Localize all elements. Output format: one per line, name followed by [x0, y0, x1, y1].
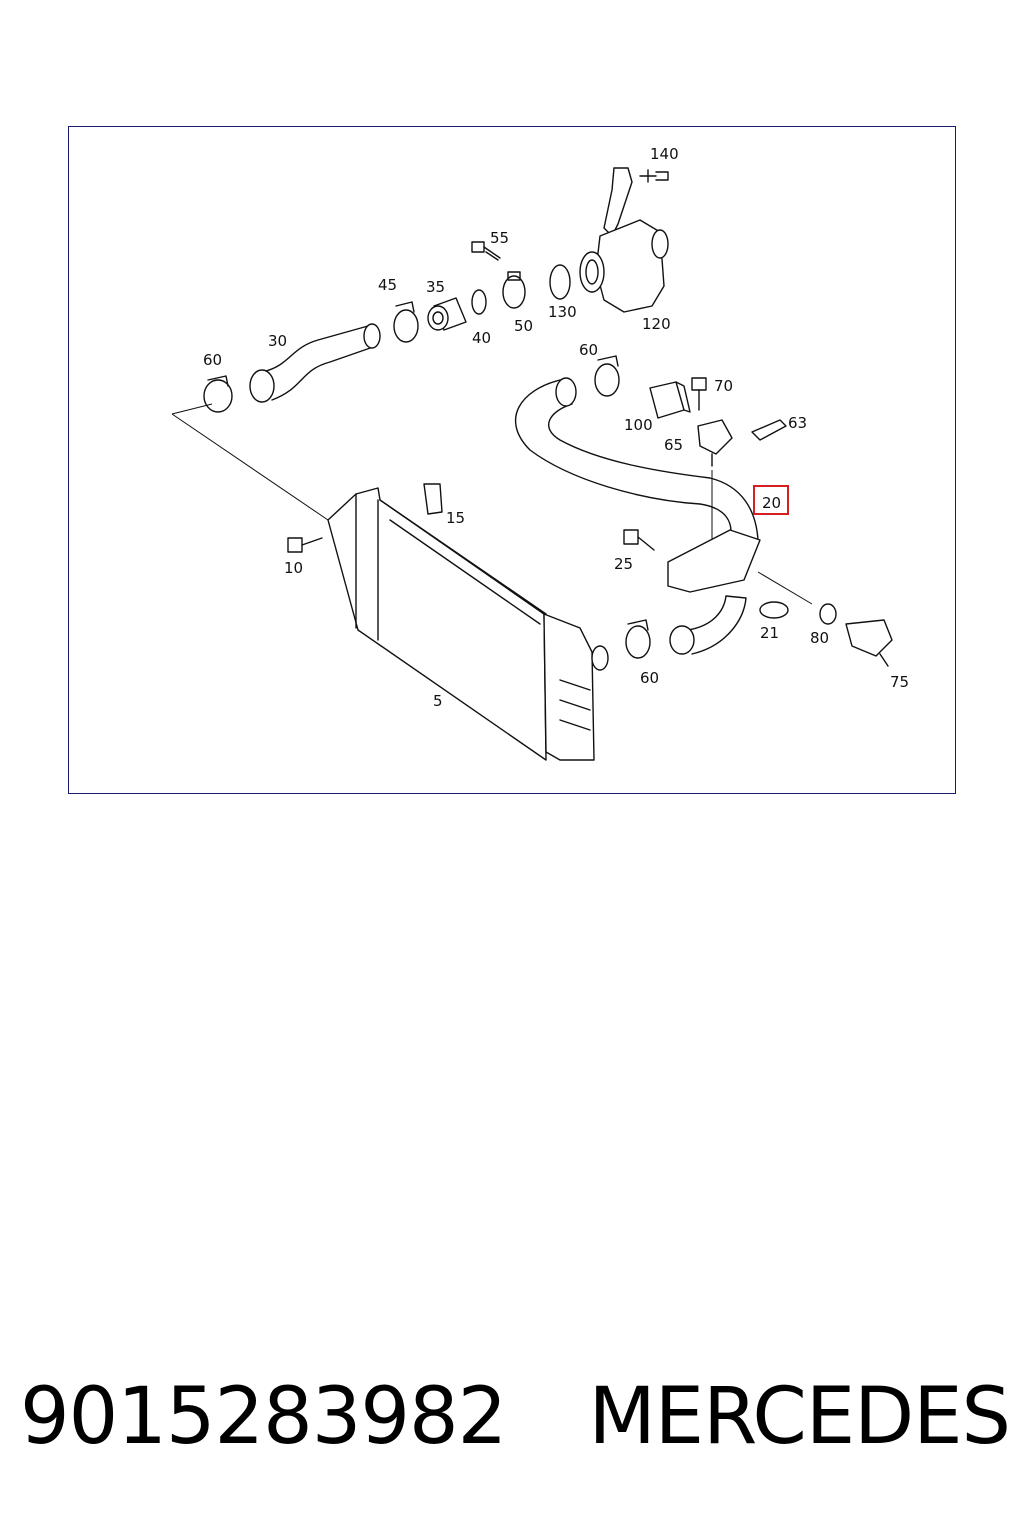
callout-60-lower[interactable]: 60 — [640, 669, 659, 687]
callout-120[interactable]: 120 — [642, 315, 671, 333]
callout-45[interactable]: 45 — [378, 276, 397, 294]
bracket-part-63[interactable] — [751, 419, 787, 441]
callout-100[interactable]: 100 — [624, 416, 653, 434]
clamp-part-60-middle[interactable] — [594, 355, 620, 397]
callout-30[interactable]: 30 — [268, 332, 287, 350]
sensor-part-100[interactable] — [649, 381, 691, 419]
callout-40[interactable]: 40 — [472, 329, 491, 347]
intake-housing-part-120[interactable] — [579, 219, 669, 313]
callout-140[interactable]: 140 — [650, 145, 679, 163]
callout-80[interactable]: 80 — [810, 629, 829, 647]
clamp-part-45[interactable] — [393, 301, 419, 343]
valve-part-75[interactable] — [845, 619, 893, 667]
gasket-part-21[interactable] — [759, 601, 789, 619]
bolt-part-10[interactable] — [287, 537, 323, 553]
parts-diagram: 140 55 45 35 40 50 130 120 30 60 60 70 1… — [171, 145, 909, 761]
callout-70[interactable]: 70 — [714, 377, 733, 395]
connector-part-35[interactable] — [427, 297, 467, 331]
o-ring-part-130[interactable] — [549, 264, 571, 300]
callout-10[interactable]: 10 — [284, 559, 303, 577]
callout-21[interactable]: 21 — [760, 624, 779, 642]
o-ring-part-80[interactable] — [819, 603, 837, 625]
bolt-part-70[interactable] — [691, 377, 707, 411]
charge-hose-part-20[interactable] — [514, 377, 759, 541]
intercooler-part-5[interactable] — [327, 487, 609, 761]
clamp-part-50[interactable] — [502, 271, 526, 309]
o-ring-part-40[interactable] — [471, 289, 487, 315]
clamp-part-60-left[interactable] — [203, 375, 233, 413]
pressure-sensor-part-65[interactable] — [697, 419, 733, 467]
clamp-part-60-lower[interactable] — [625, 619, 651, 659]
diagram-frame — [68, 126, 956, 794]
callout-65[interactable]: 65 — [664, 436, 683, 454]
brand-name: MERCEDES — [588, 1372, 1011, 1462]
callout-63[interactable]: 63 — [788, 414, 807, 432]
bolt-part-25[interactable] — [623, 529, 655, 551]
callout-60-middle[interactable]: 60 — [579, 341, 598, 359]
pipe-bracket-assembly[interactable] — [667, 529, 761, 655]
clip-part-15[interactable] — [423, 483, 443, 515]
bolt-part-55[interactable] — [471, 241, 501, 261]
callout-labels: 140 55 45 35 40 50 130 120 30 60 60 70 1… — [203, 145, 909, 710]
callout-50[interactable]: 50 — [514, 317, 533, 335]
callout-35[interactable]: 35 — [426, 278, 445, 296]
part-number: 9015283982 — [20, 1372, 507, 1462]
caption: 9015283982 MERCEDES — [20, 1362, 1011, 1472]
callout-5[interactable]: 5 — [433, 692, 443, 710]
hose-part-30[interactable] — [249, 323, 381, 403]
callout-20[interactable]: 20 — [762, 494, 781, 512]
callout-15[interactable]: 15 — [446, 509, 465, 527]
callout-130[interactable]: 130 — [548, 303, 577, 321]
highlight-box-part-20 — [753, 485, 789, 515]
callout-55[interactable]: 55 — [490, 229, 509, 247]
callout-60-left[interactable]: 60 — [203, 351, 222, 369]
callout-75[interactable]: 75 — [890, 673, 909, 691]
callout-25[interactable]: 25 — [614, 555, 633, 573]
